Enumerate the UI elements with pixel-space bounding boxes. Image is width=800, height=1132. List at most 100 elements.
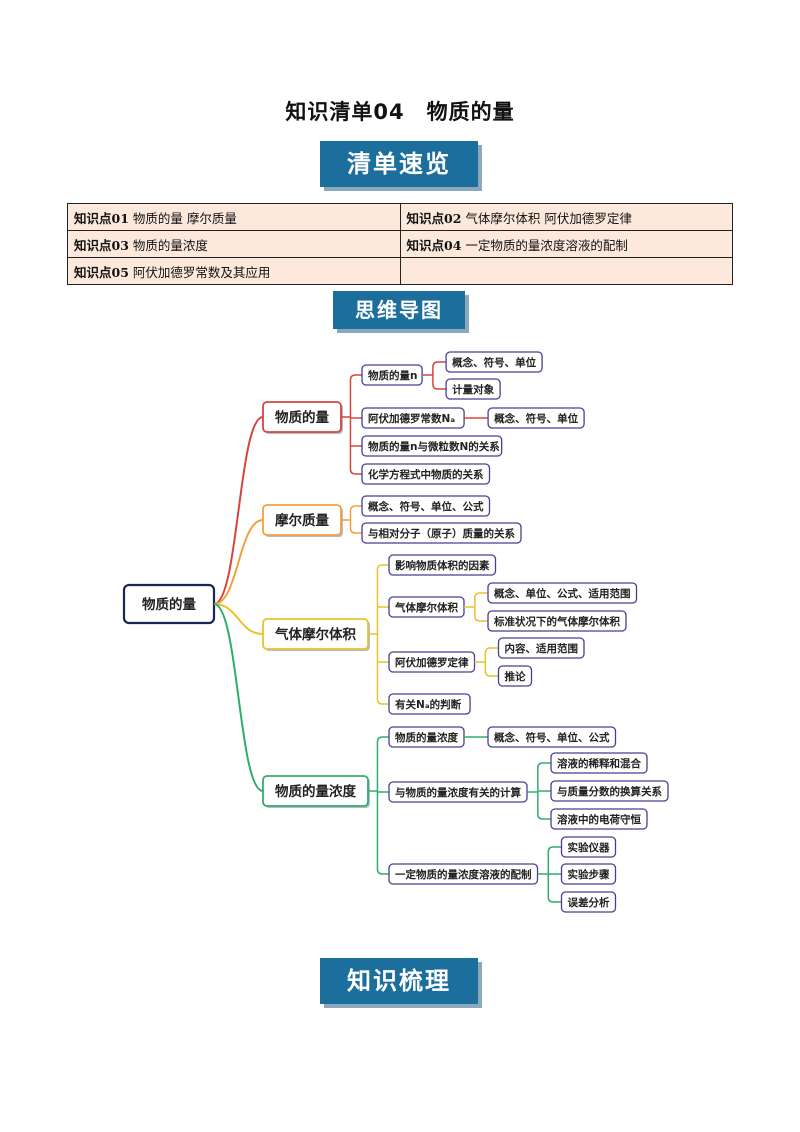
mindmap-subtopic-node: 误差分析 [560,891,617,913]
mindmap-topic-node: 与物质的量浓度有关的计算 [388,781,528,803]
mindmap-subtopic-node-label: 溶液的稀释和混合 [557,757,641,770]
mindmap-branch-node: 摩尔质量 [262,504,343,537]
mindmap-subtopic-node-label: 概念、单位、公式、适用范围 [494,587,631,600]
mindmap-topic-node: 气体摩尔体积 [388,596,465,618]
knowledge-banner: 知识梳理 [320,958,478,1004]
connector-line [376,698,389,705]
mindmap-branch-node: 气体摩尔体积 [262,618,370,651]
mindmap-root-node-label: 物质的量 [142,596,196,613]
connector-line [213,603,264,792]
mindmap-subtopic-node-label: 内容、适用范围 [505,642,579,655]
mindmap-topic-node-label: 气体摩尔体积 [394,601,458,614]
mindmap-topic-node-label: 物质的量浓度 [395,731,458,744]
mindmap-topic-node: 与相对分子（原子）质量的关系 [361,522,522,544]
knowledge-point-number: 知识点02 [406,210,462,226]
mindmap-topic-node: 一定物质的量浓度溶液的配制 [388,863,539,885]
connector-line [376,736,389,743]
mindmap-topic-node-label: 阿伏加德罗常数Nₐ [368,412,455,425]
mindmap-topic-node-label: 概念、符号、单位、公式 [368,500,484,513]
connector-line [547,846,562,853]
knowledge-point-name: 一定物质的量浓度溶液的配制 [465,237,628,253]
mindmap-topic-node-label: 化学方程式中物质的关系 [368,468,484,481]
mindmap-topic-node: 概念、符号、单位、公式 [361,495,491,517]
connector-line [537,813,551,820]
overview-banner-label: 清单速览 [347,150,451,178]
mindmap-branch-node-label: 气体摩尔体积 [274,626,356,643]
connector-line [349,468,362,475]
connector-line [376,868,389,875]
connector-line [213,416,264,605]
mindmap-subtopic-node-label: 概念、符号、单位、公式 [494,731,610,744]
connector-line [376,564,389,571]
mindmap-subtopic-node: 内容、适用范围 [497,637,585,659]
mindmap-subtopic-node-label: 误差分析 [568,896,610,909]
knowledge-point-number: 知识点05 [74,264,129,280]
mindmap-banner: 思维导图 [333,291,465,329]
connector-line [537,762,551,769]
knowledge-point-number: 知识点01 [74,210,129,226]
mindmap-subtopic-node-label: 推论 [505,670,526,683]
mindmap-topic-node-label: 物质的量n [368,369,417,382]
mindmap-topic-node: 阿伏加德罗常数Nₐ [361,407,465,429]
connector-line [349,527,362,534]
knowledge-point-name: 阿伏加德罗常数及其应用 [132,264,271,280]
mindmap-topic-node: 化学方程式中物质的关系 [361,463,491,485]
mindmap-subtopic-node: 概念、单位、公式、适用范围 [487,582,638,604]
knowledge-point-cell-empty [399,257,733,285]
mindmap-branch-node: 物质的量 [262,401,343,434]
knowledge-point-number: 知识点03 [74,237,129,253]
mindmap-topic-node: 物质的量n [361,364,423,386]
mindmap-branch-node-label: 摩尔质量 [275,512,329,529]
mindmap-branch-node-label: 物质的量 [275,409,329,426]
connector-line [213,603,264,635]
mindmap-topic-node: 有关Nₐ的判断 [388,693,471,715]
mindmap-topic-node: 影响物质体积的因素 [388,554,497,576]
mindmap-subtopic-node: 标准状况下的气体摩尔体积 [487,610,627,632]
mindmap-topic-node: 物质的量n与微粒数N的关系 [361,435,503,457]
mindmap-subtopic-node: 概念、符号、单位 [445,351,543,373]
mindmap-subtopic-node: 实验仪器 [560,836,617,858]
mindmap-subtopic-node: 溶液的稀释和混合 [550,752,648,774]
mindmap-subtopic-node-label: 实验步骤 [568,868,610,881]
mindmap-subtopic-node: 概念、符号、单位、公式 [487,726,617,748]
mindmap-topic-node: 物质的量浓度 [388,726,465,748]
mindmap-banner-label: 思维导图 [355,298,443,322]
mindmap-topic-node-label: 一定物质的量浓度溶液的配制 [395,868,532,881]
mindmap-subtopic-node-label: 概念、符号、单位 [452,356,536,369]
connector-line [484,670,499,677]
knowledge-point-name: 物质的量浓度 [132,237,208,253]
knowledge-point-name: 物质的量 摩尔质量 [132,210,237,226]
overview-banner: 清单速览 [320,141,478,187]
knowledge-banner-label: 知识梳理 [347,967,451,995]
connector-line [484,647,499,654]
connector-line [432,383,447,390]
mindmap-subtopic-node-label: 溶液中的电荷守恒 [557,813,641,826]
mindmap-topic-node-label: 物质的量n与微粒数N的关系 [368,440,500,453]
connector-line [432,361,447,368]
connector-line [474,592,488,599]
mindmap-topic-node-label: 与物质的量浓度有关的计算 [395,786,521,799]
connector-line [474,615,488,622]
connector-line [547,896,562,903]
mindmap-topic-node-label: 有关Nₐ的判断 [395,698,462,711]
page-title: 知识清单04 物质的量 [285,100,515,124]
mindmap-topic-node: 阿伏加德罗定律 [388,651,476,673]
mindmap-subtopic-node-label: 标准状况下的气体摩尔体积 [493,615,620,628]
knowledge-point-name: 气体摩尔体积 阿伏加德罗定律 [465,210,632,226]
mindmap-subtopic-node-label: 计量对象 [452,383,494,396]
mindmap-topic-node-label: 阿伏加德罗定律 [395,656,469,669]
mindmap-branch-node-label: 物质的量浓度 [275,783,356,800]
mindmap-root-node: 物质的量 [122,583,216,625]
mindmap-subtopic-node-label: 实验仪器 [568,841,610,854]
mindmap-topic-node-label: 影响物质体积的因素 [395,559,490,572]
knowledge-point-number: 知识点04 [406,237,462,253]
